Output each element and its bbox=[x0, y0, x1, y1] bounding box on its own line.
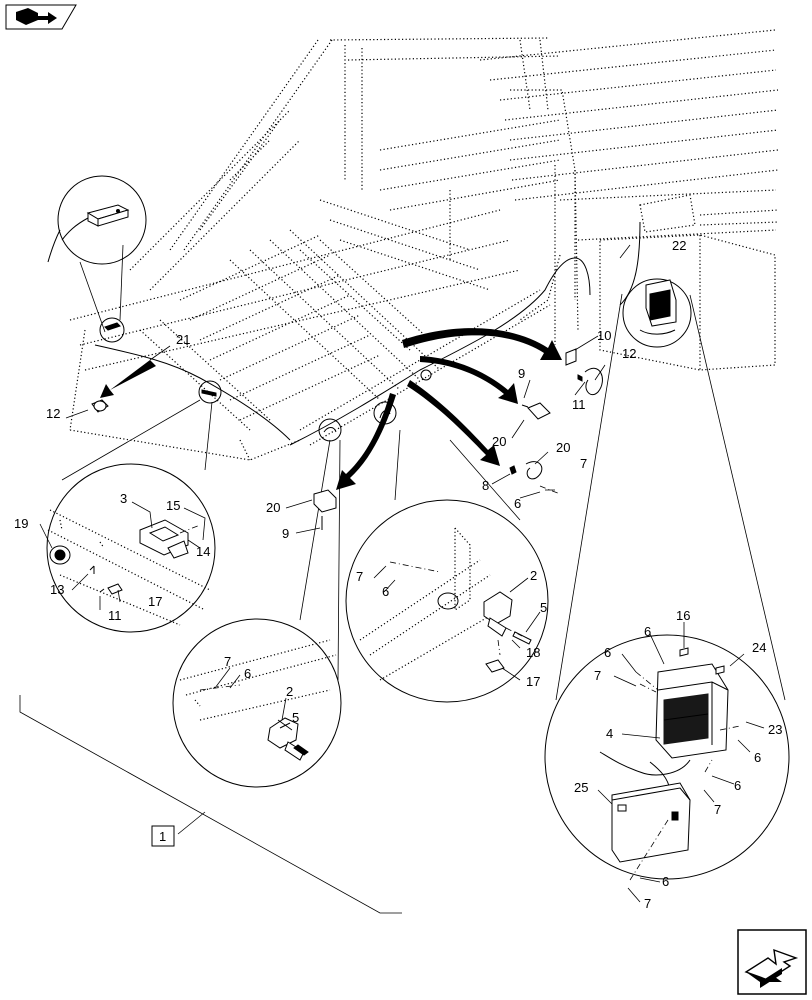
callout-12: 12 bbox=[46, 406, 60, 421]
callout-5: 5 bbox=[292, 710, 299, 725]
callout-6: 6 bbox=[734, 778, 741, 793]
callout-17: 17 bbox=[148, 594, 162, 609]
callout-24: 24 bbox=[752, 640, 766, 655]
callout-22: 22 bbox=[672, 238, 686, 253]
callout-11: 11 bbox=[108, 608, 122, 623]
callout-6: 6 bbox=[514, 496, 521, 511]
callout-5: 5 bbox=[540, 600, 547, 615]
callout-6: 6 bbox=[382, 584, 389, 599]
leader-lines bbox=[19, 244, 765, 914]
callout-7: 7 bbox=[224, 654, 231, 669]
callout-6: 6 bbox=[604, 645, 611, 660]
callout-11: 11 bbox=[572, 397, 586, 412]
callout-23: 23 bbox=[768, 722, 782, 737]
callout-1: 1 bbox=[159, 829, 166, 844]
detail-circle-sensor bbox=[47, 175, 147, 343]
detail-circle-box-small bbox=[622, 278, 692, 348]
callout-19: 19 bbox=[14, 516, 28, 531]
callout-2: 2 bbox=[530, 568, 537, 583]
callout-20: 20 bbox=[266, 500, 280, 515]
callout-2: 2 bbox=[286, 684, 293, 699]
callout-7: 7 bbox=[594, 668, 601, 683]
callout-20: 20 bbox=[556, 440, 570, 455]
callout-10: 10 bbox=[597, 328, 611, 343]
callout-17: 17 bbox=[526, 674, 540, 689]
callout-21: 21 bbox=[176, 332, 190, 347]
callout-7: 7 bbox=[644, 896, 651, 911]
assembly-view-icon[interactable] bbox=[5, 4, 77, 30]
callout-9: 9 bbox=[282, 526, 289, 541]
callout-6: 6 bbox=[754, 750, 761, 765]
explode-arrows bbox=[100, 328, 562, 490]
detail-circle-pivot bbox=[345, 429, 549, 703]
detail-circle-sensor-mount bbox=[172, 439, 342, 788]
callout-7: 7 bbox=[580, 456, 587, 471]
callout-18: 18 bbox=[526, 645, 540, 660]
callout-9: 9 bbox=[518, 366, 525, 381]
callout-13: 13 bbox=[50, 582, 64, 597]
callout-16: 16 bbox=[676, 608, 690, 623]
loose-parts bbox=[91, 348, 603, 530]
frame-detail-markers bbox=[198, 369, 432, 442]
callout-15: 15 bbox=[166, 498, 180, 513]
callout-3: 3 bbox=[120, 491, 127, 506]
next-page-arrow-icon[interactable] bbox=[737, 929, 807, 995]
callout-6: 6 bbox=[644, 624, 651, 639]
callout-25: 25 bbox=[574, 780, 588, 795]
assembly-callout-1: 1 bbox=[151, 825, 175, 847]
callout-labels: 21 12 22 10 12 11 9 20 20 7 8 6 20 9 3 1… bbox=[14, 238, 782, 911]
callout-8: 8 bbox=[482, 478, 489, 493]
machine-frame bbox=[69, 29, 779, 461]
callout-14: 14 bbox=[196, 544, 210, 559]
callout-6: 6 bbox=[662, 874, 669, 889]
detail-circle-control-box bbox=[544, 293, 790, 881]
detail-circle-bracket bbox=[46, 399, 216, 633]
callout-20: 20 bbox=[492, 434, 506, 449]
callout-12: 12 bbox=[622, 346, 636, 361]
callout-6: 6 bbox=[244, 666, 251, 681]
callout-7: 7 bbox=[714, 802, 721, 817]
callout-7: 7 bbox=[356, 569, 363, 584]
callout-4: 4 bbox=[606, 726, 613, 741]
